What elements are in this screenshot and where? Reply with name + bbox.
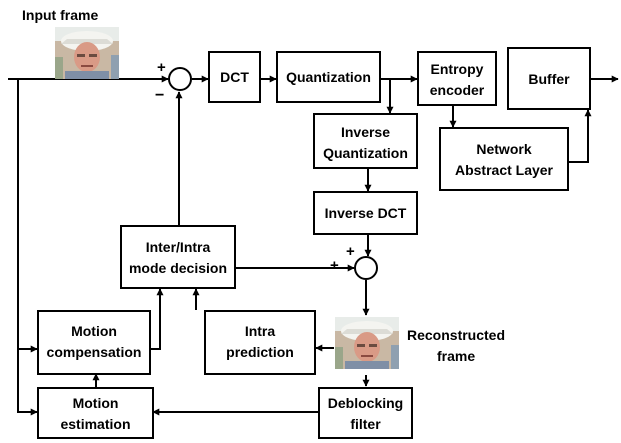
- mode-label-line1: Inter/Intra: [146, 239, 211, 255]
- motion-estimation-block: Motion estimation: [37, 387, 154, 439]
- inverse-quant-label-line2: Quantization: [323, 145, 408, 161]
- inverse-quantization-block: Inverse Quantization: [313, 113, 418, 169]
- inverse-dct-label: Inverse DCT: [325, 205, 407, 221]
- reconstructed-label-line1: Reconstructed: [407, 327, 505, 343]
- me-label-line1: Motion: [73, 395, 119, 411]
- entropy-label-line2: encoder: [430, 82, 485, 98]
- buffer-label: Buffer: [528, 71, 570, 87]
- deblock-label-line1: Deblocking: [328, 395, 403, 411]
- intra-label-line2: prediction: [226, 344, 294, 360]
- nal-to-buffer-wire: [568, 109, 592, 163]
- input-frame-image: [55, 27, 119, 79]
- adder-plus-top-sign: +: [346, 243, 355, 260]
- me-label-line2: estimation: [60, 416, 130, 432]
- dct-block: DCT: [208, 51, 261, 103]
- deblocking-filter-block: Deblocking filter: [318, 387, 413, 439]
- dct-label: DCT: [220, 69, 249, 85]
- inverse-quant-label-line1: Inverse: [341, 124, 390, 140]
- subtractor-plus-sign: +: [157, 59, 166, 76]
- input-to-me-wire: [17, 79, 38, 416]
- inverse-dct-block: Inverse DCT: [313, 191, 418, 235]
- subtractor-node: [168, 67, 192, 91]
- adder-plus-left-sign: +: [330, 257, 339, 274]
- input-frame-label: Input frame: [22, 7, 98, 23]
- mc-label-line2: compensation: [47, 344, 142, 360]
- signal-wires: [8, 75, 619, 416]
- mc-label-line1: Motion: [71, 323, 117, 339]
- reconstructed-frame-image: [335, 317, 399, 369]
- mc-to-mode-wire: [150, 288, 164, 350]
- deblock-label-line2: filter: [350, 416, 381, 432]
- mode-label-line2: mode decision: [129, 260, 227, 276]
- intra-label-line1: Intra: [245, 323, 276, 339]
- buffer-block: Buffer: [507, 47, 591, 110]
- quantization-block: Quantization: [276, 51, 381, 103]
- entropy-encoder-block: Entropy encoder: [417, 51, 497, 106]
- intra-prediction-block: Intra prediction: [204, 310, 316, 375]
- nal-label-line2: Abstract Layer: [455, 162, 554, 178]
- adder-node: [354, 256, 378, 280]
- mode-decision-block: Inter/Intra mode decision: [120, 225, 236, 289]
- nal-label-line1: Network: [476, 141, 531, 157]
- reconstructed-label-line2: frame: [437, 348, 475, 364]
- quantization-label: Quantization: [286, 69, 371, 85]
- entropy-label-line1: Entropy: [431, 61, 484, 77]
- network-abstract-layer-block: Network Abstract Layer: [439, 127, 569, 191]
- subtractor-minus-sign: −: [155, 87, 164, 104]
- motion-compensation-block: Motion compensation: [37, 310, 151, 375]
